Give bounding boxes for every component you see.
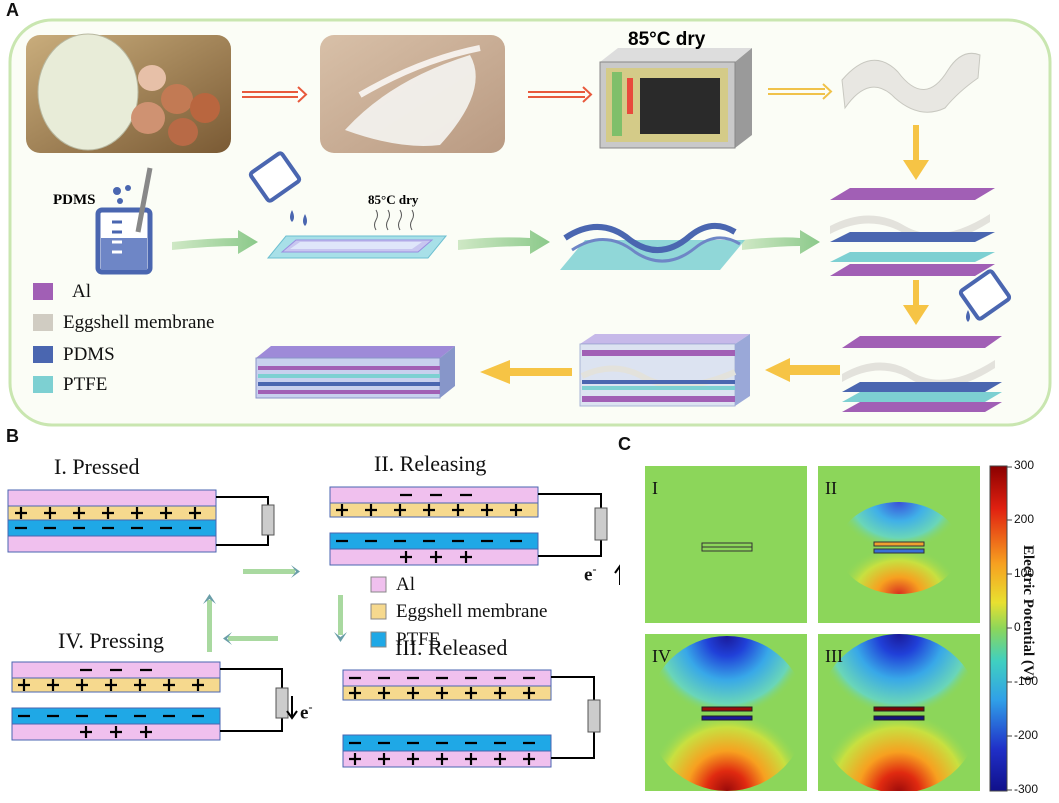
stage-pressing: [11, 661, 298, 741]
arrow-7: [765, 358, 840, 382]
encapsulated-block-flat: [255, 346, 455, 399]
map-label-iv: IV: [652, 646, 671, 666]
legend-b-label-ptfe: PTFE: [396, 629, 441, 650]
legend-b-label-al: Al: [396, 574, 415, 595]
pour-beaker-icon: [248, 151, 307, 248]
colorbar-tick-100: 100: [1014, 566, 1035, 580]
arrow-6: [742, 230, 820, 254]
electron-label-1: e-: [584, 562, 597, 586]
oven-icon: [599, 48, 752, 149]
legend-b-label-eggshell: Eggshell membrane: [396, 601, 548, 622]
wavy-pdms-sheet: [560, 223, 745, 270]
potential-map-i: [645, 466, 807, 623]
stage-releasing: [329, 486, 620, 585]
colorbar-tick-0: 0: [1014, 620, 1021, 634]
legend-swatch-ptfe: [33, 376, 53, 393]
colorbar-tick-200: 200: [1014, 512, 1035, 526]
electron-label-2: e-: [300, 700, 313, 724]
arrow-8: [480, 360, 572, 384]
map-label-ii: II: [825, 478, 837, 498]
potential-map-ii: [818, 466, 980, 623]
arrow-5: [458, 230, 550, 254]
legend-label-ptfe: PTFE: [63, 374, 108, 395]
heat-waves: [374, 209, 414, 231]
legend-b-swatch-eggshell: [370, 603, 387, 620]
arrow-down-1: [903, 125, 929, 180]
membrane-photo: [320, 35, 505, 153]
colorbar-tick-minus300: -300: [1014, 782, 1039, 796]
dry-label-mid: 85°C dry: [368, 192, 419, 207]
current-arrow-up: [614, 564, 620, 585]
stage-label-released: III. Released: [395, 635, 508, 660]
arrow-down-2: [903, 280, 929, 325]
colorbar-title: Electric Potential (V): [1020, 545, 1036, 681]
pdms-label: PDMS: [53, 192, 96, 208]
legend-b-swatch-ptfe: [370, 631, 387, 648]
colorbar-tick-minus100: -100: [1014, 674, 1039, 688]
panel-label-b: B: [6, 426, 19, 446]
stage-released: [342, 669, 601, 768]
panel-a-frame: [8, 18, 1052, 427]
colorbar-tick-300: 300: [1014, 458, 1035, 472]
legend-swatch-al: [33, 283, 53, 300]
legend-label-al: Al: [72, 281, 91, 302]
layer-stack-1: [830, 188, 995, 276]
stage-label-releasing: II. Releasing: [374, 451, 487, 476]
arrow-2: [528, 86, 593, 103]
colorbar-ticks: [1007, 466, 1012, 791]
dry-label-top: 85°C dry: [628, 29, 706, 50]
potential-map-iv: [645, 634, 807, 791]
legend-b-swatch-al: [370, 576, 387, 593]
colorbar-tick-minus200: -200: [1014, 728, 1039, 742]
stage-label-pressing: IV. Pressing: [58, 628, 164, 653]
pour-beaker-icon-2: [958, 269, 1012, 322]
eggs-photo: [26, 33, 231, 153]
legend-label-pdms: PDMS: [63, 344, 115, 365]
map-label-iii: III: [825, 646, 843, 666]
legend-swatch-pdms: [33, 346, 53, 363]
cycle-arrows: [203, 565, 347, 652]
pdms-beaker-icon: [95, 167, 153, 275]
stage-pressed: [7, 489, 275, 553]
panel-label-a: A: [6, 0, 19, 20]
arrow-3: [768, 83, 833, 100]
arrow-4: [172, 230, 258, 254]
stage-label-pressed: I. Pressed: [54, 454, 140, 479]
potential-map-iii: [818, 634, 980, 791]
panel-label-c: C: [618, 434, 631, 454]
map-label-i: I: [652, 478, 658, 498]
panel-a-diagram: 85°C dry PDMS 85°C dry: [8, 18, 1052, 427]
colorbar: [989, 465, 1008, 792]
legend-swatch-eggshell: [33, 314, 53, 331]
wavy-membrane: [841, 52, 981, 113]
layer-stack-2: [842, 336, 1002, 412]
encapsulated-block-wavy: [579, 334, 750, 407]
current-arrow-down: [286, 696, 298, 720]
legend-label-eggshell: Eggshell membrane: [63, 312, 215, 333]
panel-b-diagram: [7, 486, 620, 768]
pdms-tray: [266, 235, 448, 259]
arrow-1: [242, 86, 308, 103]
